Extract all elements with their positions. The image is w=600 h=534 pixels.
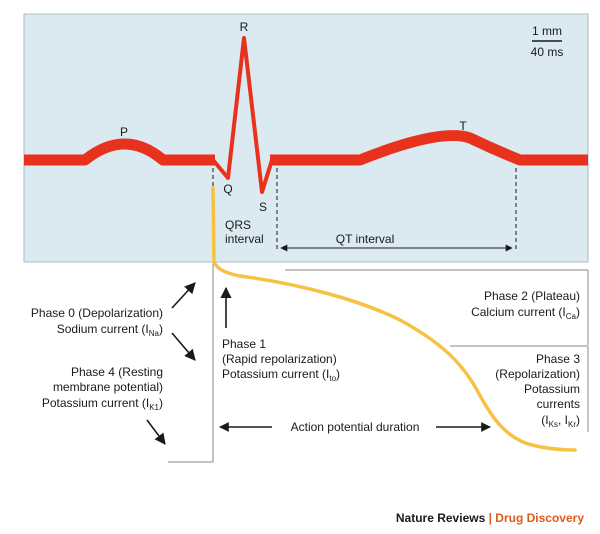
phase4-title: Phase 4 (Resting [71, 365, 163, 379]
ecg-qrs-complex [211, 36, 274, 194]
ecg-panel [23, 13, 589, 263]
phase1-current: Potassium current (Ito) [222, 367, 340, 383]
ecg-t-wave [270, 130, 588, 166]
p-wave-label: P [120, 125, 128, 139]
action-potential-curve [211, 186, 577, 452]
duration-label: Action potential duration [291, 420, 420, 434]
qrs-interval-label-1: QRS [225, 218, 251, 232]
phase3-title: Phase 3 [536, 352, 580, 366]
phase4-subtitle: membrane potential) [53, 380, 163, 394]
phase0-title: Phase 0 (Depolarization) [31, 306, 163, 320]
qrs-interval-label-2: interval [225, 232, 264, 246]
phase4-arrow [146, 419, 166, 445]
phase1-title: Phase 1 [222, 337, 266, 351]
phase2-current: Calcium current (ICa) [471, 305, 580, 321]
r-wave-label: R [240, 20, 249, 34]
phase3-subtitle: (Repolarization) [495, 367, 580, 381]
credit-line: Nature Reviews | Drug Discovery [396, 511, 584, 525]
phase3-current-3: (IKs, IKr) [541, 413, 580, 429]
s-wave-label: S [259, 200, 267, 214]
q-wave-label: Q [223, 182, 232, 196]
qt-interval-label: QT interval [336, 232, 394, 246]
phase3-current-1: Potassium [524, 382, 580, 396]
phase0-arrow-up [171, 282, 196, 309]
phase3-current-2: currents [537, 397, 580, 411]
t-wave-label: T [459, 119, 467, 133]
phase0-current: Sodium current (INa) [57, 322, 163, 338]
scale-amplitude-label: 1 mm [532, 24, 562, 38]
phase4-current: Potassium current (IK1) [42, 396, 163, 412]
phase1-subtitle: (Rapid repolarization) [222, 352, 337, 366]
ecg-trace [24, 138, 215, 166]
phase0-arrow-down [171, 332, 196, 361]
scale-time-label: 40 ms [531, 45, 564, 59]
phase2-title: Phase 2 (Plateau) [484, 289, 580, 303]
